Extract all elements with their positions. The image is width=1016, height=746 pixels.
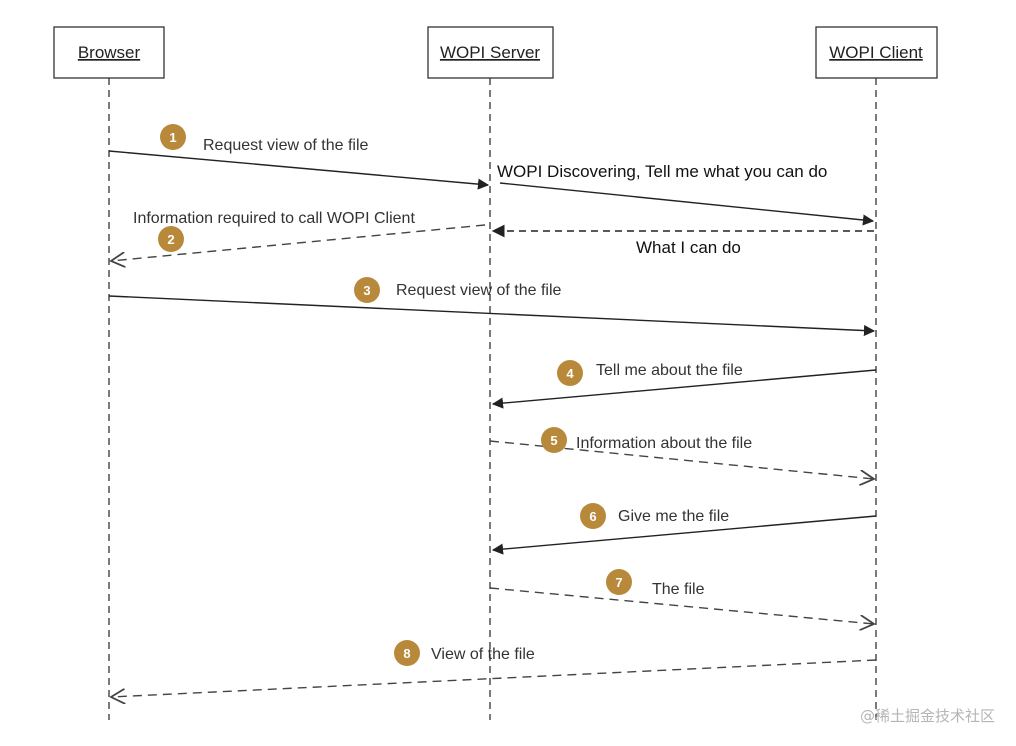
step-badge-6-number: 6 <box>589 509 596 524</box>
step-badge-2-number: 2 <box>167 232 174 247</box>
participant-client-box <box>815 26 938 79</box>
message-1: 1 Request view of the file <box>108 124 490 190</box>
message-discovery: WOPI Discovering, Tell me what you can d… <box>497 162 875 226</box>
message-3-arrow <box>108 295 876 337</box>
message-4-arrow <box>491 369 877 409</box>
step-badge-1 <box>160 124 186 150</box>
message-7: 7 The file <box>489 569 874 624</box>
step-badge-6 <box>580 503 606 529</box>
step-badge-8 <box>394 640 420 666</box>
message-6-label: Give me the file <box>618 508 729 525</box>
step-badge-3-number: 3 <box>363 283 370 298</box>
participant-server: WOPI Server <box>427 26 554 79</box>
step-badge-1-number: 1 <box>169 130 176 145</box>
message-6-arrow <box>491 515 877 555</box>
message-discovery-response-label: What I can do <box>636 238 741 257</box>
message-6: 6 Give me the file <box>491 503 877 555</box>
message-7-arrow <box>489 587 874 624</box>
participant-client: WOPI Client <box>815 26 938 79</box>
step-badge-8-number: 8 <box>403 646 410 661</box>
message-2: Information required to call WOPI Client… <box>111 210 486 261</box>
message-8-label: View of the file <box>431 646 535 663</box>
participant-server-label: WOPI Server <box>440 43 540 62</box>
message-3-label: Request view of the file <box>396 282 562 299</box>
step-badge-5 <box>541 427 567 453</box>
step-badge-3 <box>354 277 380 303</box>
step-badge-7 <box>606 569 632 595</box>
message-5: 5 Information about the file <box>489 427 874 479</box>
step-badge-4 <box>557 360 583 386</box>
step-badge-2 <box>158 226 184 252</box>
participant-client-label: WOPI Client <box>829 43 923 62</box>
participant-browser: Browser <box>53 26 165 79</box>
participant-browser-box <box>53 26 165 79</box>
message-2-arrow <box>111 224 486 261</box>
message-3: 3 Request view of the file <box>108 277 876 337</box>
participant-browser-label: Browser <box>78 43 141 62</box>
step-badge-4-number: 4 <box>566 366 574 381</box>
message-1-label: Request view of the file <box>203 137 369 154</box>
message-4: 4 Tell me about the file <box>491 360 877 409</box>
message-1-arrow <box>108 150 490 190</box>
message-discovery-arrow <box>499 182 875 226</box>
message-discovery-label: WOPI Discovering, Tell me what you can d… <box>497 162 827 181</box>
message-8-arrow <box>111 659 877 697</box>
message-2-label: Information required to call WOPI Client <box>133 210 415 227</box>
message-5-label: Information about the file <box>576 435 752 452</box>
message-8: 8 View of the file <box>111 640 877 697</box>
message-7-label: The file <box>652 581 705 598</box>
message-discovery-response: What I can do <box>491 224 874 257</box>
participant-server-box <box>427 26 554 79</box>
watermark-text: @稀土掘金技术社区 <box>860 707 995 725</box>
step-badge-7-number: 7 <box>615 575 622 590</box>
message-4-label: Tell me about the file <box>596 362 743 379</box>
step-badge-5-number: 5 <box>550 433 557 448</box>
